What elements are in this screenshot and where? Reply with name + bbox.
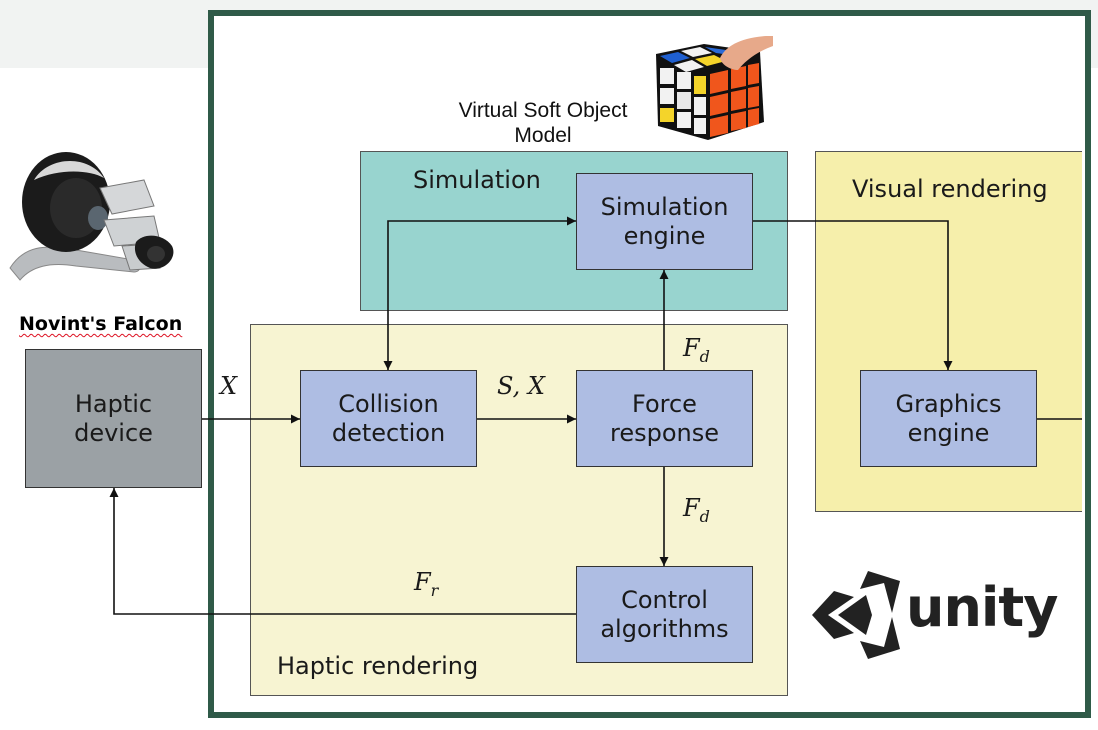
unity-logo-text: unity <box>906 576 1058 639</box>
finger-shape <box>720 36 773 70</box>
cube-left-face <box>660 68 706 134</box>
haptic-device-block: Haptic device <box>25 349 202 488</box>
force-response-block: Force response <box>576 370 753 467</box>
arrow-simulation-collision-bidirectional <box>383 216 576 370</box>
unity-logo-icon <box>812 571 900 659</box>
simulation-panel-title: Simulation <box>413 166 541 194</box>
novint-falcon-image <box>9 152 174 281</box>
graphics-engine-block: Graphics engine <box>860 370 1037 467</box>
cube-right-face <box>710 63 759 137</box>
cube-top-face <box>660 47 738 72</box>
novint-falcon-label: Novint's Falcon <box>19 313 183 335</box>
arrow-control-to-device <box>109 488 576 615</box>
virtual-soft-object-caption: Virtual Soft Object Model <box>458 99 628 147</box>
signal-fr-label: Fr <box>414 568 439 600</box>
signal-fd-down-label: Fd <box>683 494 710 526</box>
rubiks-cube-image <box>656 36 773 140</box>
haptic-rendering-panel-title: Haptic rendering <box>277 652 479 680</box>
signal-fd-up-label: Fd <box>683 334 710 366</box>
signal-x-label: X <box>220 372 238 400</box>
arrow-simulation-to-graphics <box>753 220 953 370</box>
collision-detection-block: Collision detection <box>300 370 477 467</box>
control-algorithms-block: Control algorithms <box>576 566 753 663</box>
visual-rendering-panel-title: Visual rendering <box>852 175 1048 203</box>
signal-sx-label: S, X <box>497 372 545 400</box>
simulation-engine-block: Simulation engine <box>576 173 753 270</box>
